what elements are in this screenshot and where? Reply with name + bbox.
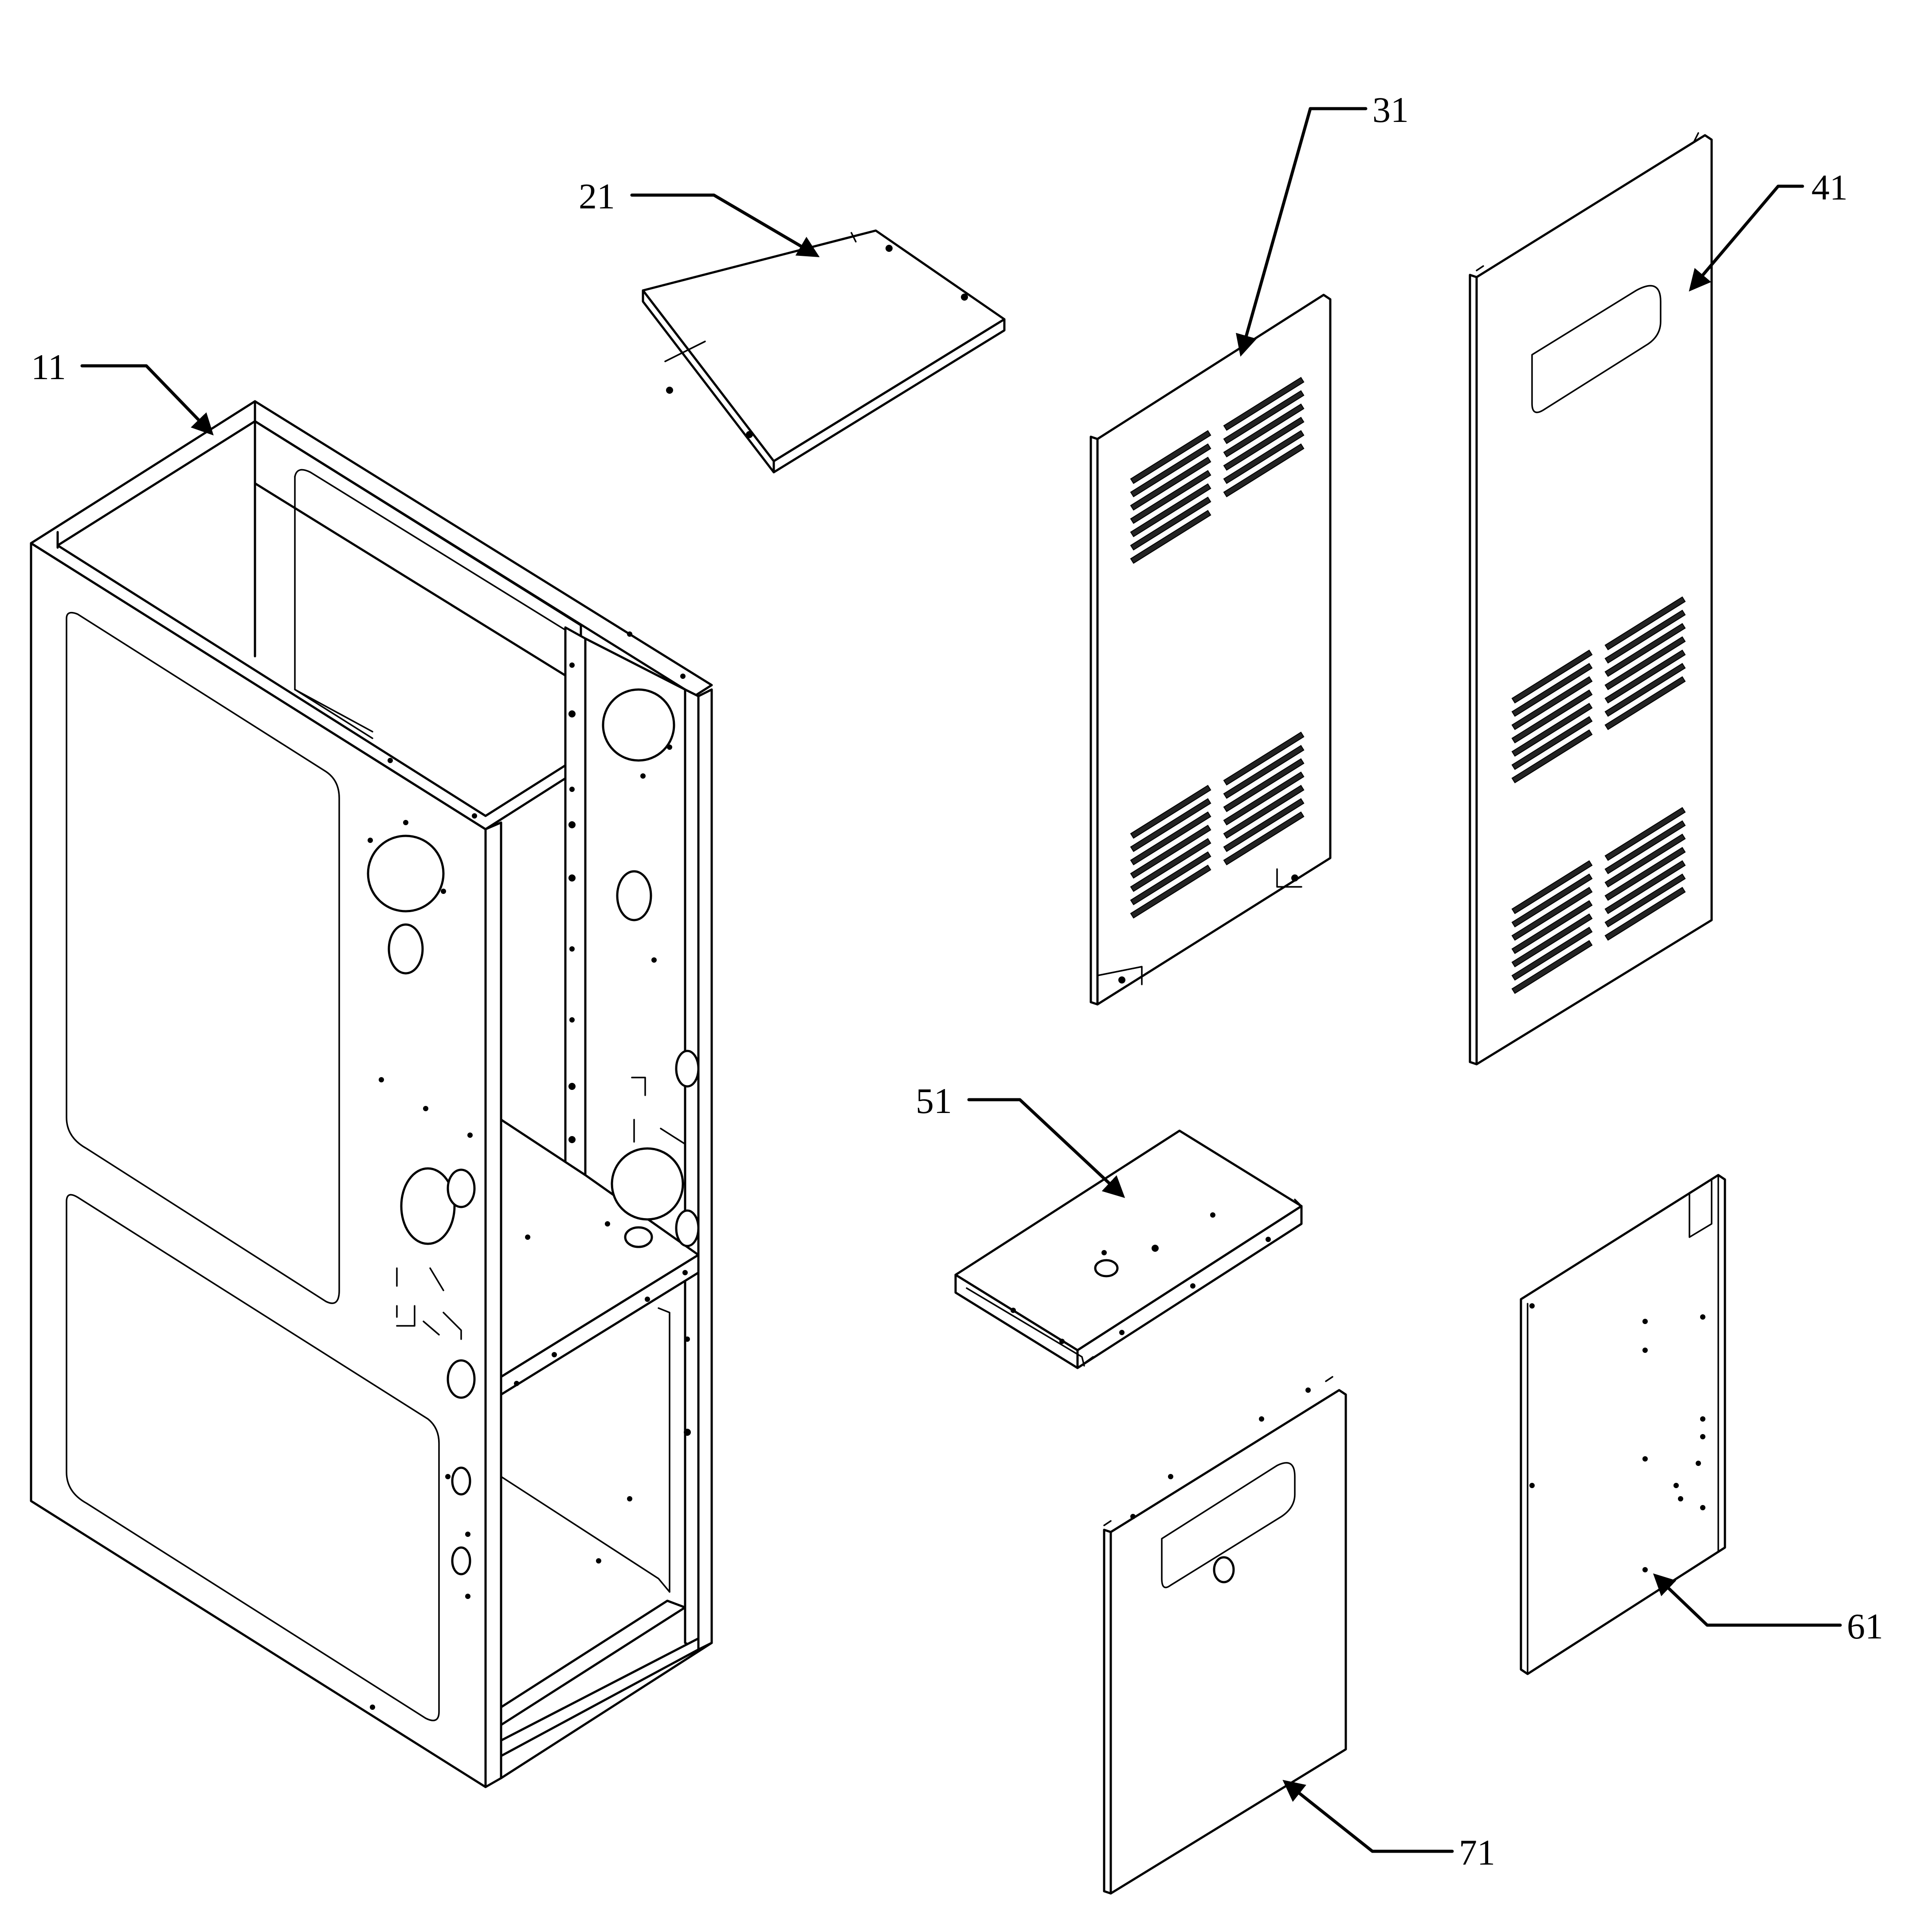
part-71-lower-door (1103, 1376, 1347, 1895)
leader-21 (630, 193, 820, 257)
louvers-31-lower (1130, 731, 1305, 919)
callout-31: 31 (1372, 90, 1409, 130)
part-21-top-plate (642, 229, 1006, 474)
callout-leaders (80, 107, 1842, 1853)
callout-21: 21 (579, 176, 615, 216)
callout-labels: 11 21 31 41 51 61 71 (31, 90, 1883, 1873)
leader-11 (80, 364, 214, 436)
part-41-tall-door (1469, 132, 1713, 1066)
part-31-louvered-door (1089, 294, 1332, 1006)
louvers-41-lower (1511, 807, 1686, 994)
leader-51 (967, 1098, 1125, 1198)
part-61-rear-panel (1520, 1174, 1726, 1675)
louvers-31-upper (1130, 376, 1305, 564)
callout-41: 41 (1811, 167, 1848, 208)
callout-71: 71 (1459, 1832, 1495, 1873)
callout-61: 61 (1847, 1606, 1883, 1646)
callout-51: 51 (916, 1081, 952, 1121)
part-11-cabinet (30, 400, 713, 1788)
louvers-41-middle (1511, 596, 1686, 784)
leader-61 (1653, 1573, 1842, 1627)
leader-71 (1282, 1779, 1454, 1853)
leader-31 (1236, 107, 1368, 357)
leader-41 (1689, 184, 1804, 292)
part-51-shelf (954, 1129, 1303, 1369)
callout-11: 11 (31, 347, 66, 387)
